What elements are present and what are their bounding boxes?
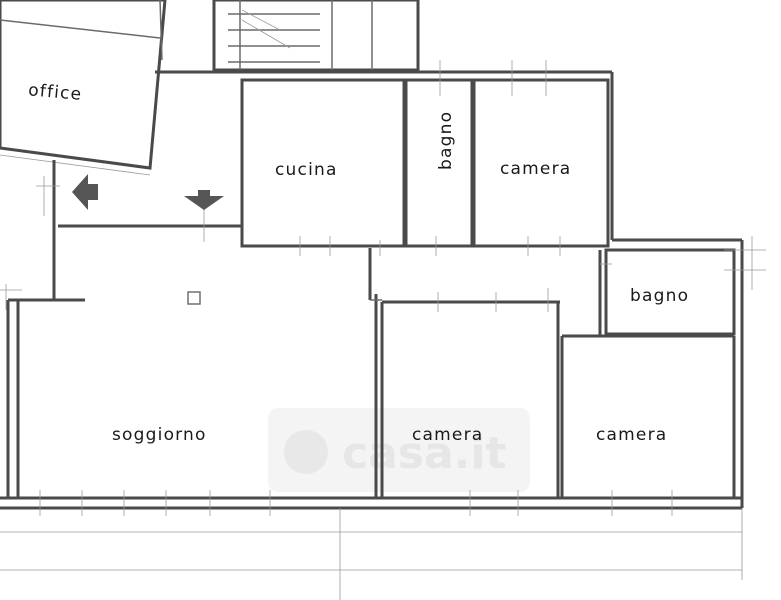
room-label-office: office xyxy=(27,80,83,105)
room-label-camera-3: camera xyxy=(596,425,667,445)
room-label-soggiorno: soggiorno xyxy=(112,425,207,445)
watermark: casa.it xyxy=(268,408,530,492)
room-label-cucina: cucina xyxy=(275,160,338,180)
entrance-arrow-down-icon xyxy=(184,196,224,210)
watermark-text: casa.it xyxy=(342,428,506,479)
stair-block xyxy=(212,0,420,72)
construction-lines xyxy=(0,60,766,600)
entrance-arrow-down-stem xyxy=(198,190,210,198)
interior-walls xyxy=(58,78,736,498)
watermark-box xyxy=(268,408,530,492)
room-label-bagno-1: bagno xyxy=(436,111,456,170)
room-label-bagno-2: bagno xyxy=(630,286,689,306)
room-label-camera-2: camera xyxy=(412,425,483,445)
room-label-camera-1: camera xyxy=(500,159,571,179)
office-block xyxy=(0,0,167,176)
column-marker xyxy=(187,291,201,305)
entrance-arrow-left-icon xyxy=(72,174,98,210)
watermark-house-icon xyxy=(284,430,328,474)
